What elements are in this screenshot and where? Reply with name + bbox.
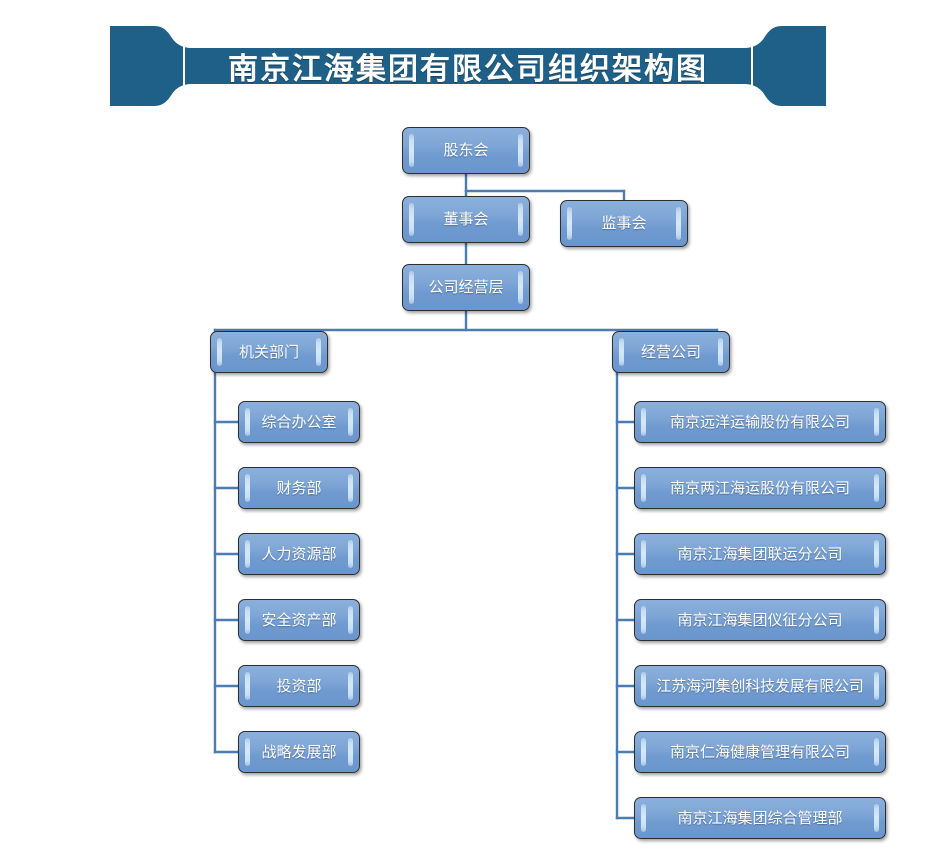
node-left-item-5[interactable]: 投资部 — [238, 665, 360, 707]
node-shareholders-label: 股东会 — [443, 142, 489, 159]
node-right-item-3[interactable]: 南京江海集团联运分公司 — [634, 533, 886, 575]
node-left-item-3-label: 人力资源部 — [261, 545, 337, 563]
node-left-item-1[interactable]: 综合办公室 — [238, 401, 360, 443]
node-board-label: 董事会 — [443, 211, 489, 228]
node-left-item-4-label: 安全资产部 — [261, 611, 337, 629]
node-right-item-3-label: 南京江海集团联运分公司 — [677, 545, 843, 563]
node-right-item-6[interactable]: 南京仁海健康管理有限公司 — [634, 731, 886, 773]
node-left-item-2-label: 财务部 — [276, 479, 322, 497]
node-supervisors-label: 监事会 — [601, 215, 647, 232]
banner-shape — [110, 26, 826, 106]
node-left-item-5-label: 投资部 — [276, 677, 322, 695]
node-board[interactable]: 董事会 — [402, 196, 530, 243]
node-supervisors[interactable]: 监事会 — [560, 200, 688, 247]
node-right-item-2-label: 南京两江海运股份有限公司 — [669, 479, 850, 497]
node-left-item-6-label: 战略发展部 — [261, 743, 337, 761]
node-right-item-4-label: 南京江海集团仪征分公司 — [677, 611, 843, 629]
node-management[interactable]: 公司经营层 — [402, 264, 530, 311]
node-companies-header[interactable]: 经营公司 — [612, 331, 730, 373]
node-right-item-4[interactable]: 南京江海集团仪征分公司 — [634, 599, 886, 641]
node-right-item-7-label: 南京江海集团综合管理部 — [677, 809, 843, 827]
chart-title-banner: 南京江海集团有限公司组织架构图 — [110, 24, 826, 108]
node-left-item-6[interactable]: 战略发展部 — [238, 731, 360, 773]
node-left-item-1-label: 综合办公室 — [261, 413, 337, 431]
node-right-item-6-label: 南京仁海健康管理有限公司 — [669, 743, 850, 761]
node-right-item-2[interactable]: 南京两江海运股份有限公司 — [634, 467, 886, 509]
node-left-item-2[interactable]: 财务部 — [238, 467, 360, 509]
chart-title-text: 南京江海集团有限公司组织架构图 — [228, 53, 708, 86]
node-left-item-3[interactable]: 人力资源部 — [238, 533, 360, 575]
node-right-item-5[interactable]: 江苏海河集创科技发展有限公司 — [634, 665, 886, 707]
node-departments-header[interactable]: 机关部门 — [210, 331, 328, 373]
node-shareholders[interactable]: 股东会 — [402, 127, 530, 174]
node-right-item-1[interactable]: 南京远洋运输股份有限公司 — [634, 401, 886, 443]
node-right-item-7[interactable]: 南京江海集团综合管理部 — [634, 797, 886, 839]
node-right-item-1-label: 南京远洋运输股份有限公司 — [669, 413, 850, 431]
node-management-label: 公司经营层 — [428, 279, 504, 296]
node-right-item-5-label: 江苏海河集创科技发展有限公司 — [656, 677, 864, 695]
node-companies-header-label: 经营公司 — [640, 343, 701, 361]
node-left-item-4[interactable]: 安全资产部 — [238, 599, 360, 641]
node-departments-header-label: 机关部门 — [238, 343, 299, 361]
